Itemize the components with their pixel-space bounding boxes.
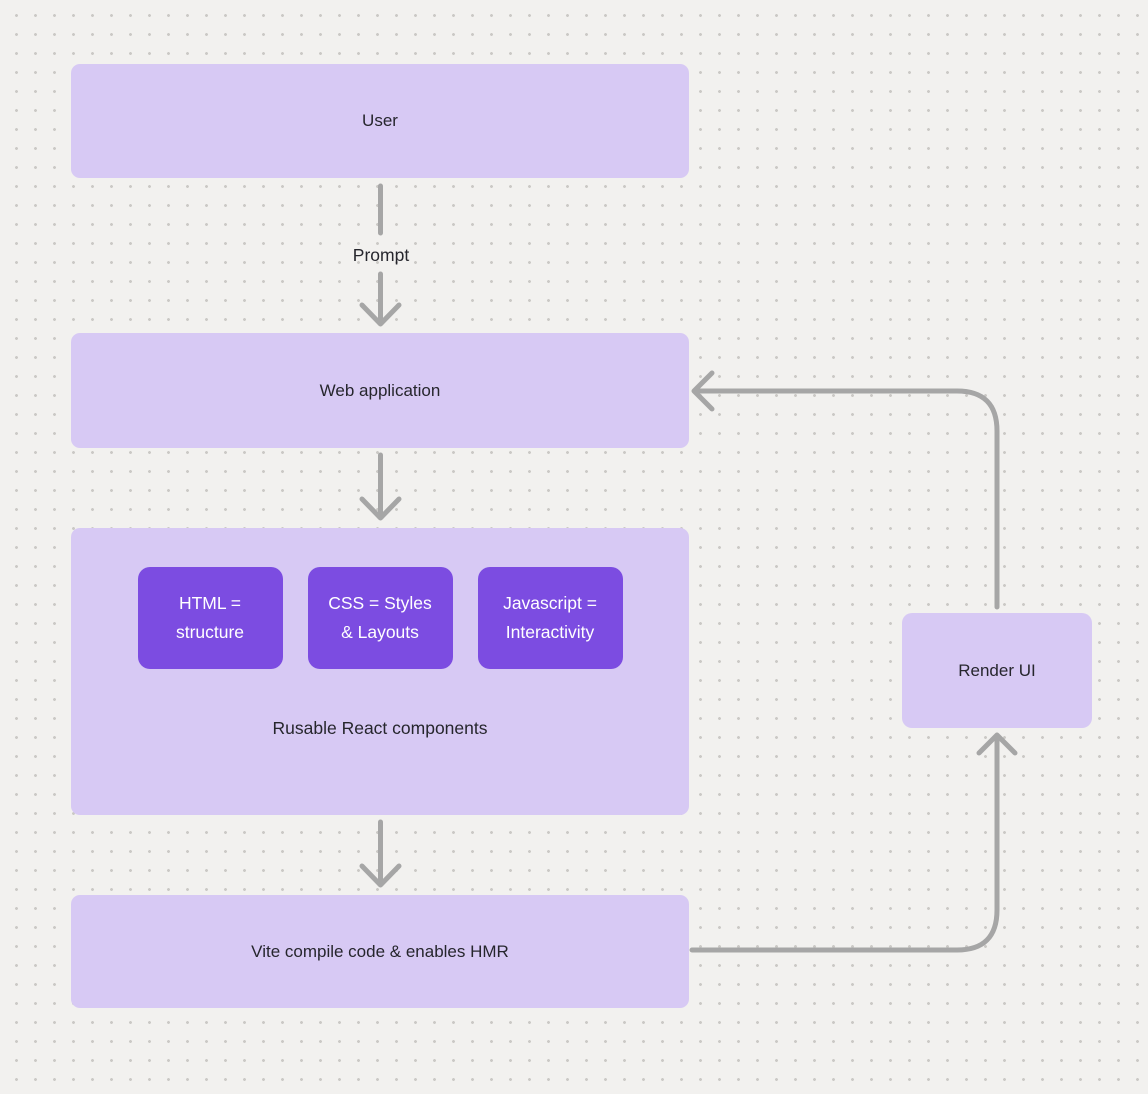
- chip-javascript-label: Javascript = Interactivity: [503, 593, 597, 642]
- components-chip-row: HTML = structure CSS = Styles & Layouts …: [71, 567, 689, 669]
- node-render-ui-label: Render UI: [958, 660, 1036, 680]
- edge-render-to-webapp-arrowhead-icon: [691, 370, 715, 412]
- node-vite-label: Vite compile code & enables HMR: [251, 941, 509, 961]
- chip-html: HTML = structure: [137, 567, 283, 669]
- node-web-application-label: Web application: [319, 380, 441, 400]
- edge-webapp-to-group-arrowhead-icon: [359, 496, 402, 521]
- node-web-application: Web application: [71, 333, 689, 448]
- edge-vite-to-render-arrowhead-icon: [976, 732, 1018, 756]
- edge-group-to-vite-arrowhead-icon: [359, 863, 402, 888]
- chip-css-label: CSS = Styles & Layouts: [328, 593, 432, 642]
- node-user: User: [71, 64, 689, 178]
- node-vite: Vite compile code & enables HMR: [71, 895, 689, 1008]
- node-render-ui: Render UI: [902, 613, 1092, 728]
- chip-html-label: HTML = structure: [175, 593, 245, 642]
- node-user-label: User: [362, 111, 398, 130]
- components-group-caption: Rusable React components: [272, 718, 488, 738]
- edge-vite-to-render-line: [689, 738, 1000, 953]
- chip-css: CSS = Styles & Layouts: [307, 567, 453, 669]
- node-components-group: HTML = structure CSS = Styles & Layouts …: [71, 528, 689, 815]
- chip-javascript: Javascript = Interactivity: [477, 567, 623, 669]
- edge-render-to-webapp-line: [697, 388, 1000, 610]
- edge-prompt-to-webapp-arrowhead-icon: [359, 302, 402, 327]
- edge-label-prompt: Prompt: [352, 245, 410, 265]
